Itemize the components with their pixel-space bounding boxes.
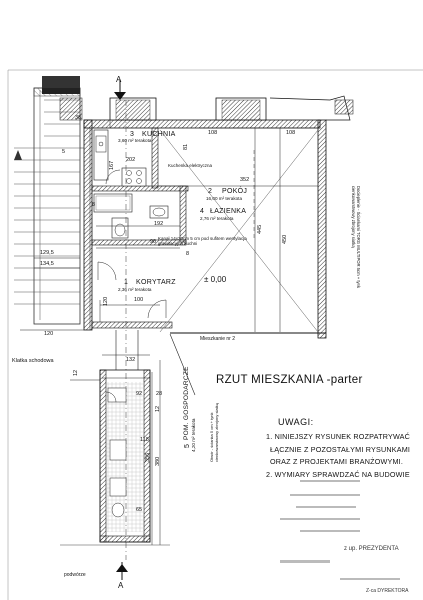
drawing-title: RZUT MIESZKANIA -parter <box>216 374 363 386</box>
dim-8b: 8 <box>186 251 190 257</box>
utility-area: 4,20 m² terakota <box>191 418 196 452</box>
bathroom-name: ŁAZIENKA <box>210 208 247 215</box>
room-number: 2 <box>208 188 212 195</box>
dim-356: 356 <box>145 452 151 462</box>
stamp-zastepca: Z-ca DYREKTORA <box>366 588 409 594</box>
door-swings <box>97 169 167 319</box>
kanal-label: Kanał 14x20cm 5 cm pod sufitem wentylacj… <box>158 236 247 247</box>
dimension-lines <box>20 120 318 332</box>
klatka-label: Klatka schodowa <box>12 358 54 364</box>
corridor-area: 2,36 m² terakota <box>118 287 152 292</box>
uwagi-line-1: 1. NINIEJSZY RYSUNEK ROZPATRYWAĆ <box>266 432 411 441</box>
uwagi-line-4: 2. WYMIARY SPRAWDZAĆ NA BUDOWIE <box>266 470 410 479</box>
kitchen-area: 3,60 m² terakota <box>118 138 152 143</box>
dim-450: 450 <box>282 234 288 244</box>
section-markers <box>114 80 128 580</box>
dim-352: 352 <box>240 177 250 183</box>
dim-65: 65 <box>136 507 143 513</box>
dim-5: 5 <box>62 149 66 155</box>
kitchen-fixtures <box>93 129 147 187</box>
dim-8a: 8 <box>92 202 96 208</box>
dim-1345: 134,5 <box>40 261 54 267</box>
dim-108b: 108 <box>286 130 296 136</box>
room-area: 16,00 m² terakota <box>206 196 243 201</box>
kuchenka-label: Kuchenka elektryczna <box>168 163 213 168</box>
dim-92: 92 <box>136 391 143 397</box>
stamp-area <box>280 480 400 580</box>
bathroom-fixtures <box>93 193 169 239</box>
dim-28: 28 <box>156 391 163 397</box>
dim-38: 38 <box>75 115 82 121</box>
level-label: ± 0,00 <box>204 275 227 284</box>
utility-number: 5 <box>184 444 191 448</box>
dim-445: 445 <box>257 224 263 234</box>
room-diagonals <box>159 129 319 333</box>
dim-81: 81 <box>183 143 189 150</box>
dim-1295: 129,5 <box>40 250 54 256</box>
dim-118: 118 <box>140 437 149 443</box>
staircase <box>14 87 81 325</box>
dim-120a: 120 <box>103 296 109 306</box>
room-name: POKÓJ <box>222 188 248 195</box>
dim-120b: 120 <box>44 331 54 337</box>
dim-380: 380 <box>155 456 161 466</box>
docieplenie-note: Docieplenie - Ściankami TORG MULTIPOR 5c… <box>351 186 361 289</box>
corridor-number: 1 <box>124 279 128 286</box>
utility-name: POM. GOSPODARCZE <box>183 366 190 440</box>
podworze-label: podwórze <box>64 572 86 578</box>
otwor-note: Otwór - ścianka 5 cm + tynk cienkowarstw… <box>209 403 219 462</box>
dim-90: 90 <box>150 239 157 245</box>
stamp-prezydenta: z up. PREZYDENTA <box>344 546 399 552</box>
dim-12b: 12 <box>155 405 161 412</box>
passage <box>115 330 196 396</box>
section-label-bottom: A <box>118 581 124 590</box>
dim-108a: 108 <box>208 130 218 136</box>
kitchen-name: KUCHNIA <box>142 131 176 138</box>
uwagi-line-2: ŁĄCZNIE Z POZOSTAŁYMI RYSUNKAMI <box>270 445 411 454</box>
bathroom-area: 2,76 m² terakota <box>200 216 234 221</box>
kitchen-number: 3 <box>130 131 134 138</box>
dim-192: 192 <box>154 221 164 227</box>
corridor-name: KORYTARZ <box>136 279 176 286</box>
dim-12a: 12 <box>73 369 79 376</box>
uwagi-heading: UWAGI: <box>278 417 314 427</box>
mieszkanie-label: Mieszkanie nr 2 <box>200 336 236 342</box>
dim-167: 167 <box>109 160 115 170</box>
uwagi-line-3: ORAZ Z PROJEKTAMI BRANŻOWYMI. <box>270 457 404 466</box>
dim-100: 100 <box>134 297 144 303</box>
dim-202: 202 <box>126 157 136 163</box>
apartment-walls <box>42 76 354 339</box>
dim-132: 132 <box>126 357 136 363</box>
section-label-top: A <box>116 75 122 84</box>
utility-room <box>60 354 170 546</box>
bathroom-number: 4 <box>200 208 204 215</box>
